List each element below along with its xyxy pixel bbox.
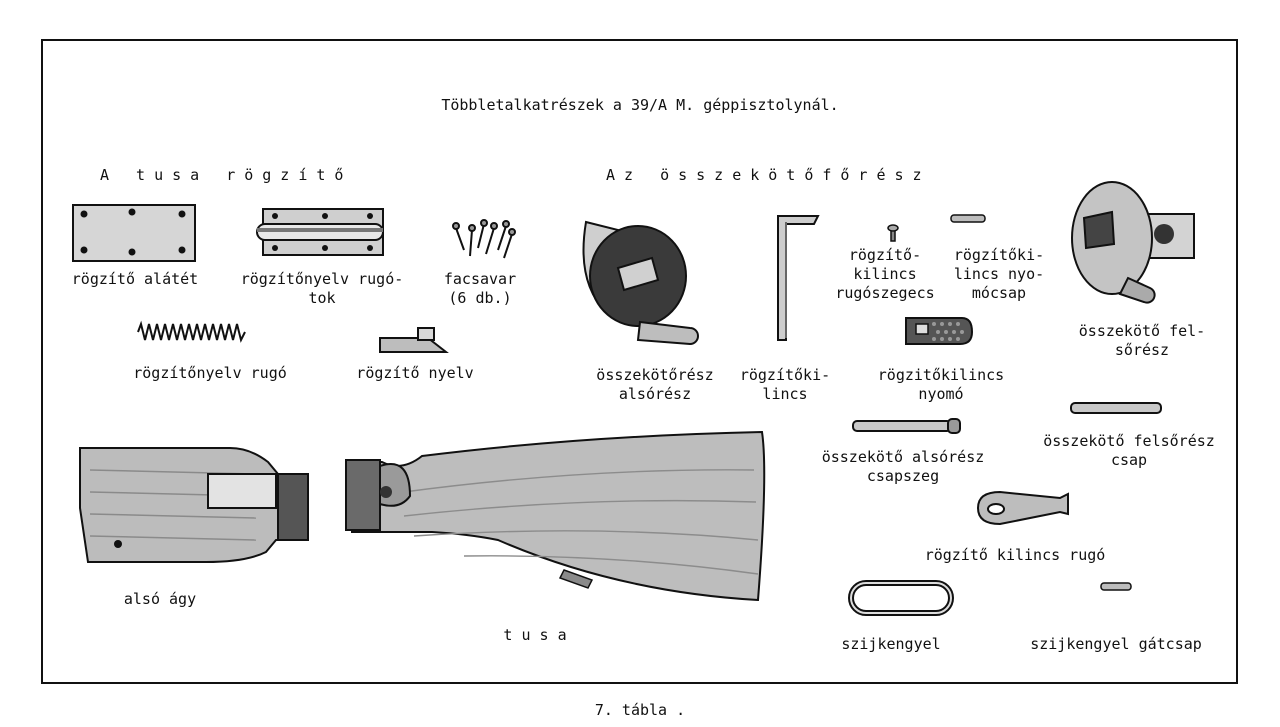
sling-loop-pin-drawing [1100,582,1132,591]
plate-frame [41,39,1238,684]
group-heading-stock-lock: A tusa rögzítő [100,166,353,184]
connector-upper-pin-drawing [1070,402,1162,414]
sling-loop-drawing [848,580,954,616]
latch-press-pin-drawing [950,214,986,223]
plate-title: Többletalkatrészek a 39/A M. géppisztoly… [441,96,839,114]
stock-drawing [345,430,766,602]
connector-lower-drawing [582,220,699,346]
group-heading-connector: Az összekötőfőrész [606,166,931,184]
label-wood-screw: facsavar (6 db.) [443,270,517,307]
label-sling-loop: szijkengyel [841,635,941,653]
label-connector-lower: összekötőrész alsórész [596,366,714,403]
label-lock-washer: rögzítő alátét [71,270,199,288]
label-connector-upper: összekötő fel- sőrész [1078,322,1206,359]
label-latch-spring-pin: rögzítő- kilincs rugószegecs [835,246,935,302]
label-connector-lower-pin: összekötő alsórész csapszeg [821,448,985,485]
lower-stock-drawing [79,447,309,563]
tongue-spring-housing-drawing [256,208,384,256]
label-stock: t u s a [503,626,567,644]
label-latch: rögzítőki- lincs [739,366,831,403]
label-lock-tongue: rögzítő nyelv [356,364,474,382]
latch-spring-pin-drawing [887,224,899,242]
lock-tongue-drawing [379,327,449,353]
label-latch-press: rögzitőkilincs nyomó [877,366,1005,403]
label-connector-upper-pin: összekötő felsőrész csap [1043,432,1215,469]
lock-washer-drawing [72,204,196,262]
connector-lower-pin-drawing [852,418,961,434]
label-tongue-spring-housing: rögzítőnyelv rugó- tok [240,270,404,307]
latch-drawing [777,215,820,341]
connector-upper-drawing [1071,181,1195,304]
latch-spring-drawing [976,490,1069,526]
tongue-spring-drawing [137,320,246,343]
label-tongue-spring: rögzítőnyelv rugó [133,364,287,382]
label-latch-spring: rögzítő kilincs rugó [924,546,1106,564]
plate-footer: 7. tábla . [594,701,686,719]
latch-press-drawing [905,317,974,345]
label-latch-press-pin: rögzítőki- lincs nyo- mócsap [953,246,1045,302]
label-lower-stock: alsó ágy [123,590,197,608]
wood-screws-drawing [452,219,516,259]
label-sling-loop-pin: szijkengyel gátcsap [1030,635,1202,653]
